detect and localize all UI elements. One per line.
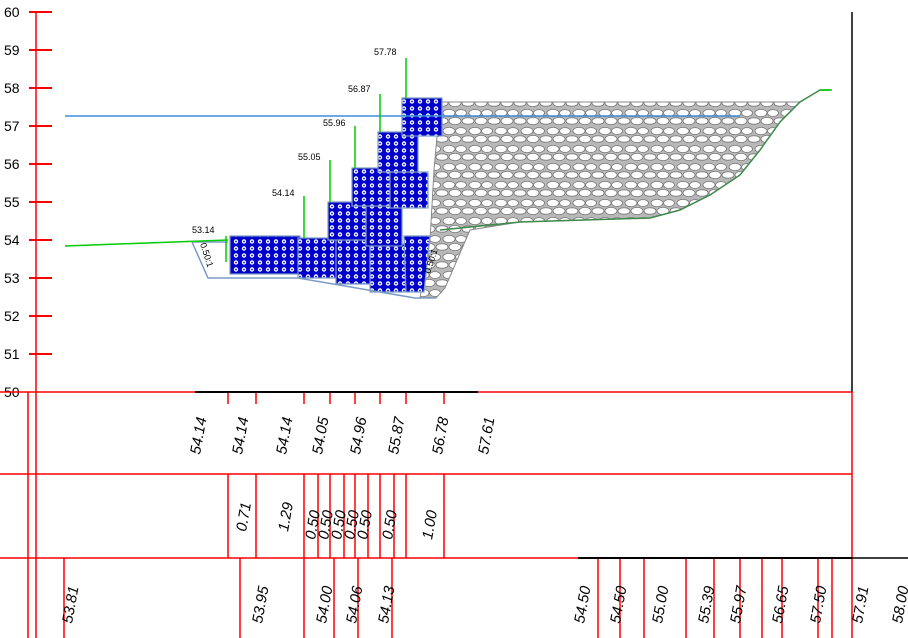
table-row1-value: 55.87 bbox=[385, 415, 408, 456]
table-row2-value: 0.50 bbox=[354, 508, 376, 540]
step-elevation-label: 56.87 bbox=[348, 84, 371, 94]
table-row2-value: 0.50 bbox=[302, 508, 324, 540]
gabion-basket bbox=[377, 131, 419, 173]
riprap-fill bbox=[419, 101, 802, 299]
gabion-basket bbox=[327, 201, 369, 241]
step-elevation-label: 55.05 bbox=[298, 152, 321, 162]
gabion-basket bbox=[389, 171, 429, 209]
y-axis-tick-label: 53 bbox=[4, 270, 20, 286]
table-row3-value: 54.50 bbox=[571, 584, 594, 625]
gabion-basket bbox=[403, 235, 431, 293]
table-row3-value: 53.81 bbox=[59, 585, 82, 625]
table-row1-value: 54.14 bbox=[187, 416, 210, 456]
ground-line-left bbox=[64, 239, 229, 247]
y-axis-tick-label: 54 bbox=[4, 232, 20, 248]
gabion-basket bbox=[335, 239, 373, 285]
table-row3-value: 54.13 bbox=[375, 584, 398, 625]
step-elevation-label: 53.14 bbox=[192, 225, 215, 235]
table-row2-value: 0.50 bbox=[341, 508, 363, 540]
step-elevation-label: 54.14 bbox=[272, 188, 295, 198]
gabion-group bbox=[229, 97, 443, 293]
y-axis-tick-label: 52 bbox=[4, 308, 20, 324]
gabion-basket bbox=[369, 243, 407, 293]
y-axis-tick-label: 57 bbox=[4, 118, 20, 134]
table-row2-value: 1.29 bbox=[275, 500, 297, 532]
y-axis-tick-label: 58 bbox=[4, 80, 20, 96]
y-axis-tick-label: 59 bbox=[4, 42, 20, 58]
table-row1-value: 57.61 bbox=[475, 416, 498, 456]
y-axis-tick-label: 60 bbox=[4, 4, 20, 20]
table-row3-value: 54.50 bbox=[607, 584, 630, 625]
table-row3-value: 53.95 bbox=[249, 584, 272, 625]
bank-profile bbox=[439, 89, 830, 231]
gabion-basket bbox=[401, 97, 443, 137]
table-row3-value: 57.91 bbox=[849, 585, 872, 625]
table-row2-value: 0.50 bbox=[315, 508, 337, 540]
table-stubs bbox=[195, 391, 852, 559]
y-axis-tick-label: 56 bbox=[4, 156, 20, 172]
table-row2-value: 1.00 bbox=[419, 508, 441, 540]
toe-outline bbox=[191, 241, 436, 299]
gabion-basket bbox=[229, 235, 301, 275]
table-row3-value: 55.00 bbox=[649, 584, 672, 625]
table-row1-value: 54.14 bbox=[273, 416, 296, 456]
table-row1-value: 56.78 bbox=[429, 415, 452, 456]
table-row1-value: 54.14 bbox=[229, 416, 252, 456]
table-row3-value: 57.50 bbox=[807, 584, 830, 625]
table-row2-value: 0.71 bbox=[233, 501, 255, 533]
gabion-basket bbox=[297, 237, 339, 279]
step-elevation-label: 57.78 bbox=[374, 47, 397, 57]
y-axis-ticks bbox=[29, 11, 52, 355]
slope-label: 0.50:1 bbox=[198, 242, 215, 269]
gabion-basket bbox=[351, 167, 393, 207]
table-row1-value: 54.96 bbox=[347, 415, 370, 456]
table-row2-value: 0.50 bbox=[379, 508, 401, 540]
table-row2-value: 0.50 bbox=[328, 508, 350, 540]
table-row3-value: 55.97 bbox=[727, 584, 750, 625]
table-row3-value: 56.65 bbox=[769, 584, 792, 625]
table-row3-value: 54.06 bbox=[343, 584, 366, 625]
table-row1-value: 54.05 bbox=[309, 415, 332, 456]
table-row3-value: 55.39 bbox=[695, 584, 718, 625]
table-row3-value: 54.00 bbox=[313, 584, 336, 625]
y-axis-tick-label: 55 bbox=[4, 194, 20, 210]
table-row3-value: 58.00 bbox=[889, 584, 908, 625]
step-pointers bbox=[225, 58, 407, 262]
y-axis-tick-label: 51 bbox=[4, 346, 20, 362]
gabion-basket bbox=[365, 205, 403, 247]
step-elevation-label: 55.96 bbox=[323, 118, 346, 128]
